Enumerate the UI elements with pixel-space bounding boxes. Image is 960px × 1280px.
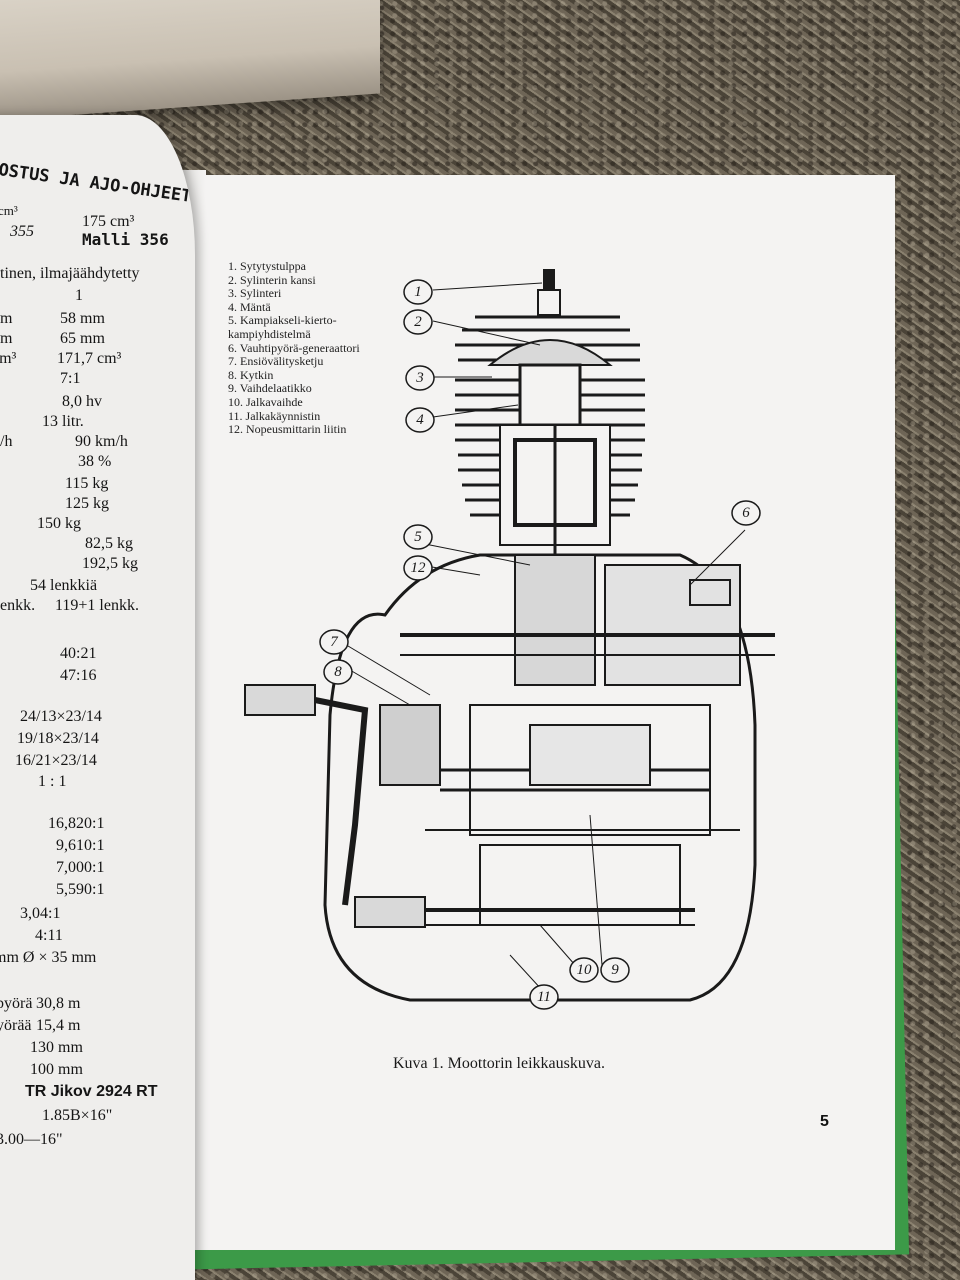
legend-item: 10. Jalkavaihde — [228, 394, 303, 409]
legend-item: 3. Sylinteri — [228, 286, 282, 301]
spec-value: 1 — [75, 287, 83, 304]
spec-value: 58 mm — [60, 310, 105, 327]
spec-label: pyörä — [0, 995, 33, 1012]
spec-value: 9,610:1 — [56, 837, 105, 854]
callout-5 — [403, 524, 433, 550]
spec-value: 1 : 1 — [38, 773, 67, 790]
callout-label: 6 — [742, 505, 750, 521]
spec-label: m — [0, 310, 13, 327]
legend-item: 9. Vaihdelaatikko — [228, 381, 312, 396]
legend-item: 1. Sytytystulppa — [228, 259, 307, 273]
spec-value: 16,820:1 — [48, 815, 105, 832]
spec-value: mm Ø × 35 mm — [0, 949, 97, 966]
spec-value: 65 mm — [60, 330, 105, 347]
spec-label: yörää — [0, 1017, 32, 1034]
parts-legend: 1. Sytytystulppa 2. Sylinterin kansi 3. … — [228, 259, 378, 437]
callout-label: 5 — [414, 529, 422, 545]
callout-8 — [323, 659, 353, 685]
spec-value: 15,4 m — [36, 1017, 81, 1034]
left-page: OSTUS JA AJO-OHJEET cm³ 175 cm³ 355 Mall… — [0, 115, 195, 1280]
spec-value: 13 litr. — [42, 413, 84, 430]
spec-value: 175 cm³ — [82, 213, 135, 230]
spec-label: cm³ — [0, 350, 17, 367]
engine-cutaway-drawing: 1 2 3 4 5 6 7 8 9 10 11 12 — [244, 269, 775, 1010]
page-number: 5 — [820, 1113, 829, 1130]
spec-value: 1.85B×16" — [42, 1107, 113, 1124]
callout-2 — [403, 309, 433, 335]
callout-11 — [529, 984, 559, 1010]
spec-value: 115 kg — [65, 475, 109, 492]
legend-item: 6. Vauhtipyörä-generaattori — [228, 340, 360, 355]
spec-label: enkk. — [0, 597, 36, 614]
spec-value: 171,7 cm³ — [57, 350, 122, 367]
spec-value: Malli 356 — [82, 230, 169, 249]
legend-item: 12. Nopeusmittarin liitin — [228, 422, 347, 437]
callout-7 — [319, 629, 349, 655]
callout-12 — [403, 555, 433, 581]
spec-value: 30,8 m — [36, 995, 81, 1012]
callout-label: 1 — [414, 284, 422, 300]
spec-value: 24/13×23/14 — [20, 708, 102, 725]
spec-value: 90 km/h — [75, 433, 128, 450]
spec-value: 5,590:1 — [56, 881, 105, 898]
callout-1 — [403, 279, 433, 305]
callout-label: 7 — [330, 634, 339, 650]
spec-value: 47:16 — [60, 667, 97, 684]
spec-value: 130 mm — [30, 1039, 83, 1056]
spec-value: 119+1 lenkk. — [55, 597, 139, 614]
spec-label: 355 — [10, 223, 34, 240]
left-page-heading: OSTUS JA AJO-OHJEET — [0, 160, 193, 207]
callout-label: 10 — [577, 962, 593, 978]
spec-value: 40:21 — [60, 645, 97, 662]
spec-label: m — [0, 330, 13, 347]
callout-label: 9 — [611, 962, 619, 978]
callout-6 — [731, 500, 761, 526]
callout-label: 12 — [411, 560, 427, 576]
spec-value: 82,5 kg — [85, 535, 133, 552]
spec-label: tinen, ilmajäähdytetty — [0, 265, 140, 282]
callout-3 — [405, 365, 435, 391]
callout-9 — [600, 957, 630, 983]
callout-label: 11 — [537, 989, 551, 1005]
spec-value: 100 mm — [30, 1061, 83, 1078]
legend-item: 7. Ensiövälitysketju — [228, 354, 324, 369]
figure-caption: Kuva 1. Moottorin leikkauskuva. — [393, 1055, 605, 1072]
spec-value: 7,000:1 — [56, 859, 105, 876]
callout-label: 4 — [416, 412, 424, 428]
spec-value: 150 kg — [37, 515, 81, 532]
callout-label: 3 — [415, 370, 424, 386]
spec-value: 125 kg — [65, 495, 109, 512]
legend-item: 2. Sylinterin kansi — [228, 272, 316, 287]
spec-value: 3.00—16" — [0, 1131, 63, 1148]
callout-label: 2 — [414, 314, 422, 330]
legend-item: 4. Mäntä — [228, 299, 271, 314]
spec-value: 38 % — [78, 453, 112, 470]
spec-value: 19/18×23/14 — [17, 730, 99, 747]
spec-value: 54 lenkkiä — [30, 577, 98, 594]
callout-10 — [569, 957, 599, 983]
legend-item: 8. Kytkin — [228, 367, 274, 382]
callout-label: 8 — [334, 664, 342, 680]
spec-value: 8,0 hv — [62, 393, 102, 410]
spec-label: cm³ — [0, 203, 18, 218]
spec-value: TR Jikov 2924 RT — [25, 1083, 158, 1100]
legend-item: 5. Kampiakseli-kierto-kampiyhdistelmä — [228, 313, 337, 341]
spec-label: /h — [0, 433, 13, 450]
spec-value: 7:1 — [60, 370, 81, 387]
spec-value: 16/21×23/14 — [15, 752, 97, 769]
spec-value: 3,04:1 — [20, 905, 61, 922]
spec-value: 192,5 kg — [82, 555, 138, 572]
legend-item: 11. Jalkakäynnistin — [228, 408, 321, 423]
spec-value: 4:11 — [35, 927, 63, 944]
callout-4 — [405, 407, 435, 433]
